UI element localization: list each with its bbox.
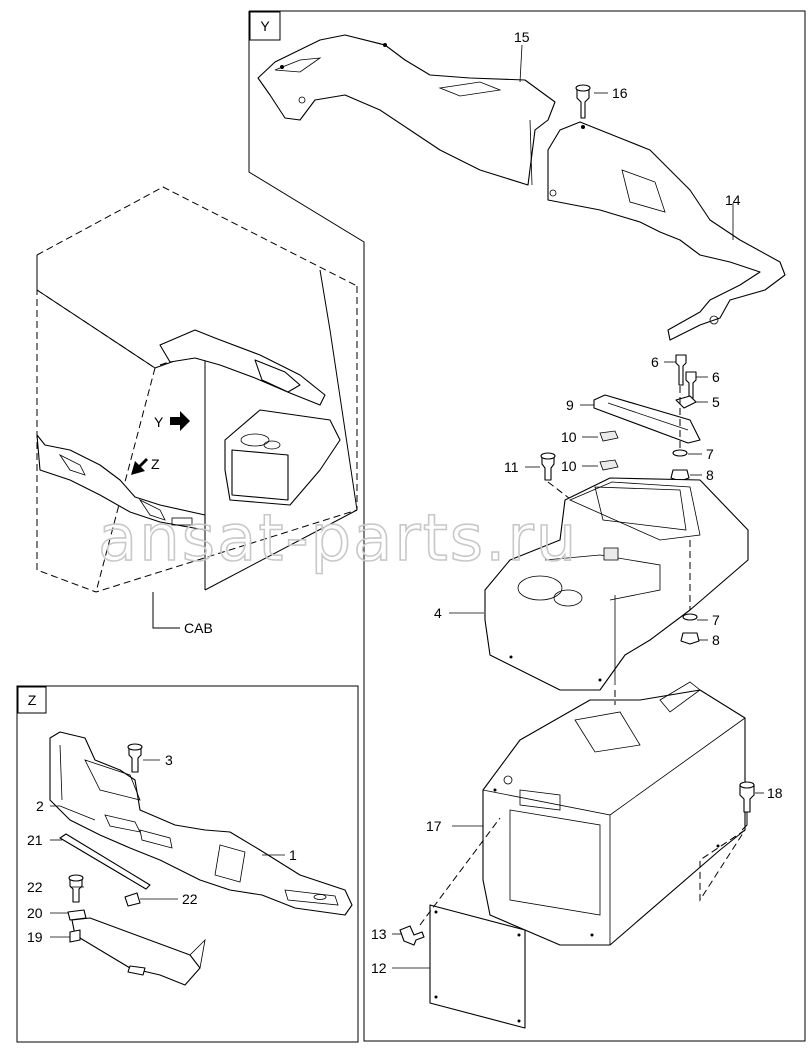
callout-8a: 8 [706, 467, 714, 483]
arrow-z-label: Z [151, 456, 160, 472]
hardware-upper [670, 354, 697, 482]
callout-22a: 22 [27, 879, 43, 895]
part-12-cover-plate [419, 817, 526, 1029]
view-z-frame: Z [16, 685, 359, 1043]
part-1-2-front-duct [49, 731, 353, 916]
view-z-label: Z [28, 692, 37, 708]
callout-12: 12 [371, 960, 387, 976]
callout-8b: 8 [712, 632, 720, 648]
part-9-plate [593, 394, 701, 444]
callout-2: 2 [36, 798, 44, 814]
callout-10b: 10 [561, 458, 577, 474]
view-y-label: Y [260, 18, 270, 34]
callout-4: 4 [434, 605, 442, 621]
callout-15: 15 [514, 29, 530, 45]
part-3-bolt [127, 743, 143, 773]
cab-label: CAB [184, 620, 213, 636]
part-17-lower-box [482, 681, 746, 946]
part-18-bolt [739, 781, 755, 831]
callout-9: 9 [566, 397, 574, 413]
callout-14: 14 [725, 192, 741, 208]
callout-1: 1 [289, 847, 297, 863]
part-19-20-bracket [67, 909, 206, 986]
callout-numbers: 15 16 14 6 6 5 9 10 10 7 8 11 4 7 8 18 1… [27, 29, 783, 976]
part-10-pads [599, 430, 619, 471]
part-22-bolts [68, 874, 141, 907]
callout-13: 13 [371, 926, 387, 942]
callout-16: 16 [612, 85, 628, 101]
callout-6a: 6 [651, 354, 659, 370]
callout-6b: 6 [712, 369, 720, 385]
arrow-y-icon [170, 411, 190, 431]
callout-10a: 10 [561, 429, 577, 445]
callout-17: 17 [426, 818, 442, 834]
arrow-z-icon [131, 458, 148, 475]
callout-7b: 7 [712, 612, 720, 628]
cab-overview: CAB Y Z [36, 186, 358, 636]
callout-3: 3 [165, 752, 173, 768]
callout-21: 21 [27, 832, 43, 848]
part-15-duct [257, 34, 556, 186]
part-4-console [484, 477, 749, 691]
part-11-bolt [540, 452, 579, 506]
callout-7a: 7 [706, 446, 714, 462]
part-14-duct [547, 121, 786, 341]
view-y-frame: Y [248, 10, 806, 1042]
callout-11: 11 [504, 459, 519, 475]
callout-19: 19 [27, 929, 43, 945]
arrow-y-label: Y [154, 414, 164, 430]
leader-lines [50, 44, 764, 969]
callout-5: 5 [712, 394, 720, 410]
callout-20: 20 [27, 905, 43, 921]
callout-18: 18 [767, 785, 783, 801]
callout-22b: 22 [182, 891, 198, 907]
watermark: ansat-parts.ru [98, 502, 578, 576]
part-13-screw [399, 925, 425, 946]
part-16-bolt [575, 84, 591, 119]
part-21-strip [59, 833, 151, 890]
